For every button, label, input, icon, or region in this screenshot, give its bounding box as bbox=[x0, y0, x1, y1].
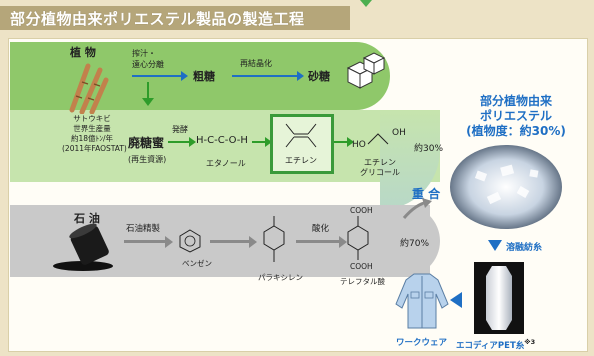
arrow-to-tpa bbox=[296, 236, 347, 248]
glycol-label: エチレン グリコール bbox=[360, 158, 400, 178]
tpa-cooh-bottom: COOH bbox=[350, 262, 373, 271]
refine-label: 石油精製 bbox=[126, 224, 161, 234]
ethylene-structure-icon bbox=[285, 123, 317, 148]
workwear-label: ワークウェア bbox=[396, 338, 448, 348]
fiber-note: ※3 bbox=[524, 338, 536, 346]
crop-name: サトウキビ bbox=[73, 114, 111, 123]
melt-spin-label: 溶融紡糸 bbox=[506, 243, 543, 253]
workwear-arrow-icon bbox=[450, 292, 462, 308]
renewable-label: (再生資源) bbox=[128, 155, 167, 164]
page-title: 部分植物由来ポリエステル製品の製造工程 bbox=[10, 10, 305, 28]
tpa-cooh-top: COOH bbox=[350, 206, 373, 215]
sugar-cubes-icon bbox=[346, 52, 386, 89]
tpa-label: テレフタル酸 bbox=[340, 277, 385, 286]
oil-label: 石 油 bbox=[74, 212, 100, 225]
arrow-down-molasses-icon bbox=[142, 98, 154, 106]
crop-production-label: 世界生産量 bbox=[73, 124, 111, 133]
press-label-2: 遠心分離 bbox=[132, 60, 164, 69]
plant-band bbox=[10, 42, 390, 110]
arrow-to-ethylene bbox=[252, 137, 272, 147]
terephthalic-ring-icon bbox=[347, 216, 369, 260]
benzene-label: ベンゼン bbox=[182, 259, 212, 268]
arrow-to-crude-sugar bbox=[132, 71, 188, 81]
fiber-suffix: PET糸 bbox=[497, 340, 525, 351]
arrow-to-sugar bbox=[232, 71, 304, 81]
product-title-line-2: ポリエステル bbox=[479, 109, 552, 123]
workwear-jacket-icon bbox=[395, 273, 449, 329]
recrystallize-label: 再結晶化 bbox=[240, 59, 272, 68]
molasses-label: 廃糖蜜 bbox=[128, 136, 165, 150]
product-title-line-3: (植物度：約30%) bbox=[466, 124, 566, 138]
ferment-label: 発酵 bbox=[172, 125, 188, 134]
ethylene-box bbox=[270, 114, 334, 174]
benzene-ring-icon bbox=[179, 229, 201, 253]
sugar-label: 砂糖 bbox=[308, 70, 330, 83]
fiber-label: エコディアPET糸※3 bbox=[456, 338, 535, 351]
press-label: 搾汁・ 遠心分離 bbox=[132, 48, 164, 70]
ratio-plant: 約30% bbox=[414, 144, 444, 154]
pet-fiber-spool-icon bbox=[474, 262, 524, 334]
polyester-pellets-icon bbox=[450, 145, 562, 229]
crop-info: サトウキビ 世界生産量 約18億ﾄﾝ/年 (2011年FAOSTAT) bbox=[62, 114, 127, 154]
press-label-1: 搾汁・ bbox=[132, 49, 156, 58]
molasses-band bbox=[10, 110, 440, 182]
ratio-oil: 約70% bbox=[400, 239, 430, 249]
product-title-line-1: 部分植物由来 bbox=[479, 94, 552, 108]
oil-drum-icon bbox=[53, 223, 113, 271]
polymerize-arrow-icon bbox=[402, 198, 432, 219]
ethanol-label: エタノール bbox=[206, 159, 246, 168]
fiber-brand: エコディア bbox=[456, 340, 498, 351]
crude-sugar-label: 粗糖 bbox=[193, 70, 215, 83]
arrow-to-glycol bbox=[334, 137, 354, 147]
arrow-to-ethanol bbox=[168, 137, 196, 147]
paraxylene-label: パラキシレン bbox=[258, 273, 303, 282]
arrow-to-benzene bbox=[124, 236, 173, 248]
polymerize-label: 重 合 bbox=[412, 187, 441, 201]
glycol-formula-ho: HO bbox=[352, 140, 366, 150]
ethanol-formula: H-C-C-O-H bbox=[196, 135, 248, 146]
title-bar bbox=[0, 6, 350, 30]
crop-source: (2011年FAOSTAT) bbox=[62, 144, 127, 153]
product-title: 部分植物由来 ポリエステル (植物度：約30%) bbox=[454, 94, 578, 139]
oil-curve bbox=[380, 205, 440, 277]
glycol-chain-icon bbox=[367, 133, 389, 145]
glycol-label-1: エチレン bbox=[364, 158, 396, 167]
ethylene-label: エチレン bbox=[285, 156, 317, 165]
arrow-to-paraxylene bbox=[210, 236, 257, 248]
glycol-label-2: グリコール bbox=[360, 168, 400, 177]
sugarcane-icon bbox=[69, 63, 109, 114]
melt-spin-arrow-icon bbox=[488, 240, 502, 251]
oxidize-label: 酸化 bbox=[312, 224, 330, 234]
top-marker-icon bbox=[360, 0, 372, 7]
crop-production-value: 約18億ﾄﾝ/年 bbox=[70, 134, 114, 143]
paraxylene-ring-icon bbox=[263, 216, 285, 262]
plant-label: 植 物 bbox=[70, 46, 96, 59]
glycol-formula-oh: OH bbox=[392, 128, 406, 138]
arrow-down-molasses-shaft bbox=[147, 82, 149, 100]
